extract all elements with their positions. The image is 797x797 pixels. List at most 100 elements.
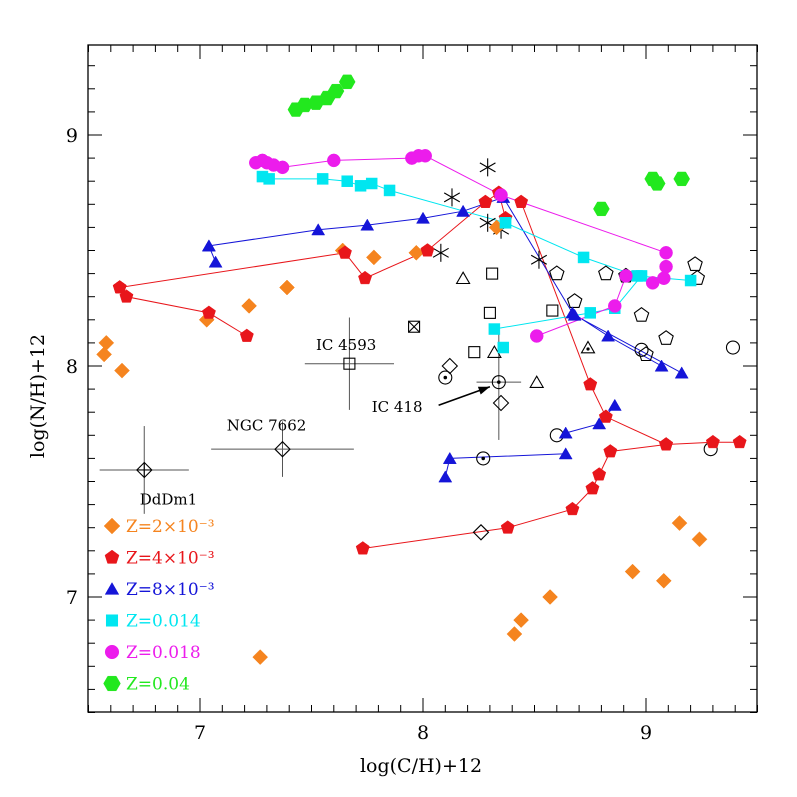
legend-label: Z=0.04 [126, 675, 190, 695]
star-marker [530, 254, 548, 265]
circle-marker [529, 329, 544, 343]
series-line [208, 196, 662, 367]
circle-marker [659, 246, 673, 260]
circle-marker [275, 160, 290, 175]
square-marker [488, 323, 501, 335]
legend-diamond-marker [103, 517, 121, 535]
diamond-marker [241, 298, 257, 314]
x-tick-label: 7 [194, 722, 206, 744]
annotation-label: NGC 7662 [227, 417, 307, 435]
diamond-marker [136, 461, 153, 479]
pentagon-marker [338, 245, 352, 259]
legend-hexagon-marker [103, 675, 121, 692]
pentagon-marker [566, 293, 583, 308]
hexagon-marker [673, 171, 690, 187]
square-marker [316, 173, 329, 185]
circle-marker [418, 149, 432, 163]
observation-markers [136, 158, 741, 541]
square-marker [354, 180, 367, 192]
square-cross [408, 320, 420, 333]
diamond-marker [472, 524, 490, 541]
triangle-marker [674, 366, 689, 379]
series-line [444, 453, 566, 478]
model-markers [96, 74, 747, 665]
square-marker [499, 217, 512, 229]
square-marker [483, 306, 496, 319]
error-bars [99, 317, 522, 514]
star-marker [432, 247, 449, 258]
legend-square-marker [105, 614, 119, 627]
square-marker [263, 173, 275, 185]
circle-marker [634, 342, 649, 357]
pentagon-marker [638, 346, 654, 362]
square-marker [408, 320, 421, 333]
triangle-marker [654, 359, 669, 372]
square-marker [635, 270, 648, 282]
pentagon-marker [598, 265, 614, 281]
y-tick-label: 8 [66, 356, 78, 378]
triangle-marker [580, 340, 596, 354]
triangle-marker [455, 271, 471, 285]
square-marker [546, 304, 559, 317]
circle-marker [327, 153, 341, 168]
triangle-dot [586, 347, 590, 351]
circle-marker [619, 269, 633, 283]
y-tick-label: 9 [66, 125, 78, 147]
pentagon-marker [732, 434, 747, 449]
y-tick-label: 7 [66, 587, 78, 609]
triangle-marker [208, 255, 223, 268]
legend-label: Z=2×10⁻³ [126, 517, 215, 537]
square-marker [383, 184, 396, 197]
diamond-marker [274, 440, 291, 458]
circle-dot [481, 456, 486, 461]
legend-label: Z=0.014 [126, 612, 201, 632]
square-marker [577, 251, 590, 264]
pentagon-marker [358, 270, 372, 285]
diamond-marker [279, 279, 295, 296]
diamond-marker [655, 572, 672, 589]
legend-pentagon-marker [104, 549, 120, 564]
triangle-marker [601, 329, 616, 342]
triangle-marker [438, 470, 453, 483]
diamond-marker [441, 357, 459, 375]
square-marker [343, 357, 356, 370]
triangle-marker [311, 223, 326, 236]
legend-circle-marker [104, 644, 120, 660]
annotation-label: IC 418 [372, 398, 423, 416]
triangle-marker [607, 398, 622, 411]
diamond-marker [506, 626, 523, 642]
pentagon-marker [633, 307, 650, 322]
annotation-label: DdDm1 [140, 491, 197, 509]
triangle-marker [201, 239, 216, 252]
series-line [520, 201, 740, 446]
pentagon-marker [687, 256, 703, 271]
arrow-head [477, 386, 490, 395]
diamond-marker [513, 612, 529, 628]
triangle-marker [442, 451, 457, 464]
circle-marker [657, 271, 671, 285]
hexagon-marker [593, 201, 610, 217]
pentagon-marker [603, 444, 618, 458]
pentagon-marker [585, 481, 600, 495]
square-marker [468, 346, 481, 359]
series-line [362, 444, 667, 549]
star-marker [443, 192, 461, 203]
x-tick-label: 8 [417, 722, 429, 744]
pentagon-marker [705, 434, 720, 449]
diamond-marker [114, 362, 130, 379]
circle-marker [659, 259, 673, 274]
legend-triangle-marker [104, 582, 120, 595]
diamond-marker [96, 346, 112, 363]
legend-label: Z=4×10⁻³ [126, 549, 215, 569]
pentagon-marker [420, 243, 435, 257]
triangle-marker [567, 308, 582, 321]
diamond-marker [624, 563, 641, 580]
triangle-marker [456, 204, 471, 217]
pentagon-marker [202, 305, 216, 319]
x-axis-label: log(C/H)+12 [360, 755, 482, 777]
circle-marker [476, 451, 491, 466]
pentagon-marker [658, 330, 674, 345]
